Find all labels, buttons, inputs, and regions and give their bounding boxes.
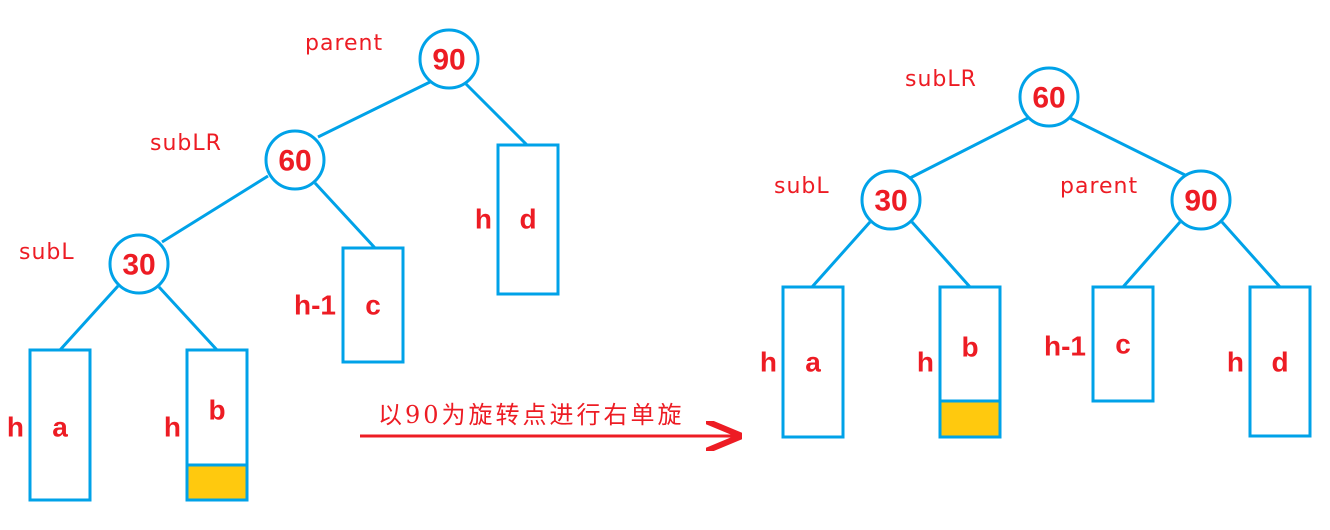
- node-60-value: 60: [278, 145, 311, 178]
- after-tree: a h b h c h-1 d h 60 subLR 30 subL 90 pa…: [760, 66, 1312, 439]
- subtree-d-box: [496, 143, 560, 296]
- subtree-c-label: c: [365, 290, 381, 321]
- edge-60-90: [1069, 116, 1186, 177]
- subtree-c-label: c: [1115, 329, 1131, 360]
- before-tree: a h b h c h-1 d h 90 parent 60 subLR 30 …: [7, 28, 560, 502]
- pointer-label-subLR: subLR: [150, 131, 222, 156]
- subtree-d-label: d: [519, 204, 536, 235]
- edge-30-b: [157, 285, 219, 352]
- subtree-b-inserted-highlight: [938, 399, 1002, 439]
- pointer-label-parent: parent: [1060, 174, 1138, 199]
- edge-30-a: [58, 284, 120, 352]
- subtree-c-box: [1091, 285, 1155, 403]
- edge-60-30: [909, 116, 1029, 180]
- edge-90-d: [464, 82, 529, 147]
- edge-60-30: [161, 174, 269, 244]
- subtree-c-box: [341, 246, 405, 364]
- node-60-value: 60: [1032, 82, 1065, 115]
- subtree-d-box: [1248, 285, 1312, 438]
- edge-30-a: [810, 221, 872, 288]
- pointer-label-subLR: subLR: [905, 67, 977, 92]
- node-30-value: 30: [874, 185, 907, 218]
- node-30-circle: [108, 233, 170, 295]
- subtree-c-height: h-1: [294, 290, 336, 321]
- edge-90-60: [317, 80, 431, 139]
- subtree-a-label: a: [52, 412, 68, 443]
- rotation-caption: 以90为旋转点进行右单旋: [378, 401, 685, 429]
- node-90-circle: [418, 28, 480, 90]
- subtree-a-box: [28, 348, 92, 502]
- node-90-value: 90: [432, 44, 465, 77]
- pointer-label-subL: subL: [19, 240, 75, 265]
- subtree-b-height: h: [917, 347, 934, 378]
- subtree-d-height: h: [1227, 347, 1244, 378]
- node-90-value: 90: [1184, 185, 1217, 218]
- node-30-circle: [860, 169, 922, 231]
- subtree-a-height: h: [760, 347, 777, 378]
- pointer-label-subL: subL: [774, 174, 830, 199]
- rotation-transition: 以90为旋转点进行右单旋: [360, 401, 736, 436]
- node-90-circle: [1170, 169, 1232, 231]
- subtree-b-label: b: [961, 332, 978, 363]
- subtree-a-box: [781, 285, 845, 439]
- subtree-d-height: h: [475, 204, 492, 235]
- edge-60-c: [313, 181, 377, 250]
- subtree-a-label: a: [805, 347, 821, 378]
- subtree-b-height: h: [164, 412, 181, 443]
- subtree-d-label: d: [1271, 347, 1288, 378]
- subtree-a-height: h: [7, 412, 24, 443]
- node-60-circle: [1018, 66, 1080, 128]
- pointer-label-parent: parent: [305, 31, 383, 56]
- node-30-value: 30: [122, 249, 155, 282]
- edge-90-d: [1220, 221, 1282, 288]
- edge-90-c: [1121, 221, 1182, 288]
- edge-30-b: [910, 221, 972, 288]
- subtree-b-inserted-highlight: [185, 463, 249, 502]
- node-60-circle: [264, 129, 326, 191]
- subtree-b-label: b: [208, 395, 225, 426]
- subtree-c-height: h-1: [1044, 331, 1086, 362]
